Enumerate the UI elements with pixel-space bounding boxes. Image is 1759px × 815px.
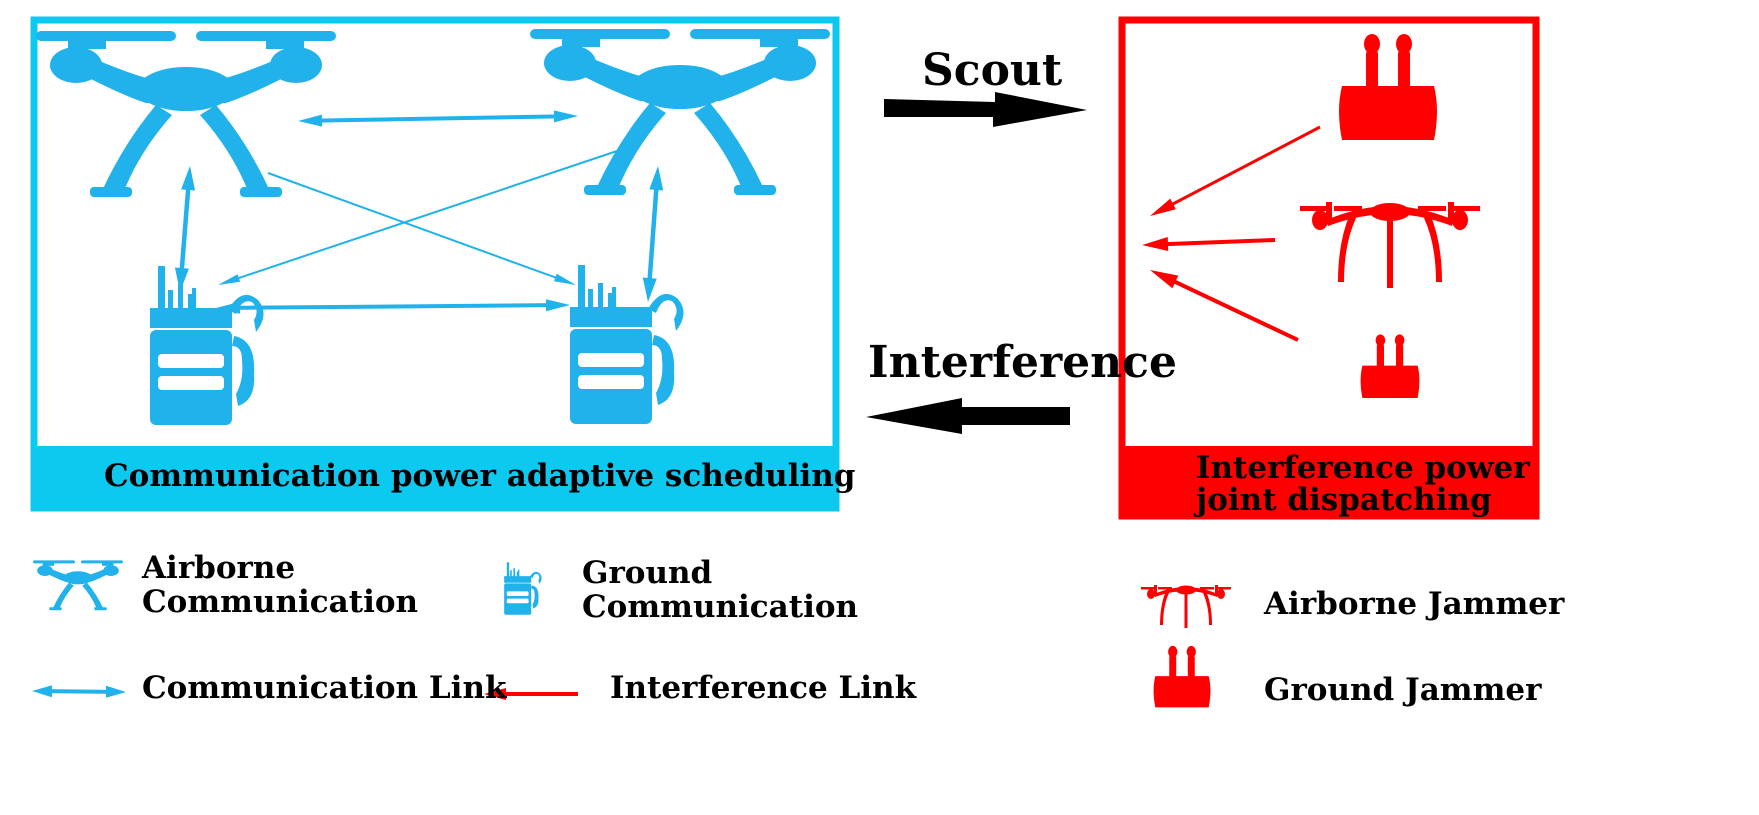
communication-link xyxy=(267,172,560,280)
interference-link-head xyxy=(1150,198,1176,216)
legend-ground-communication-icon xyxy=(504,562,542,615)
communication-link-head xyxy=(642,277,657,302)
communication-link-head xyxy=(553,273,576,285)
interference-panel-frame xyxy=(1118,16,1540,520)
legend-ground-communication-label-line2: Communication xyxy=(582,589,859,625)
legend-communication-link-sample-head xyxy=(105,685,126,698)
interference-link-head xyxy=(1150,270,1179,289)
interference-link xyxy=(1162,238,1276,247)
ground-communication-icon xyxy=(150,266,264,425)
communication-link-head xyxy=(553,110,578,123)
airborne-communication-icon xyxy=(36,31,336,197)
legend-airborne-communication-label-line1: Airborne xyxy=(142,550,296,586)
communication-link xyxy=(234,149,621,281)
legend-ground-communication-label-line1: Ground xyxy=(582,555,713,591)
legend-airborne-jammer-icon xyxy=(1141,585,1231,628)
communication-link xyxy=(235,303,551,310)
scout-arrow xyxy=(884,92,1087,127)
communication-link-head xyxy=(545,299,570,312)
legend-airborne-jammer-label: Airborne Jammer xyxy=(1264,586,1565,622)
interference-link-head xyxy=(1142,237,1169,252)
communication-link xyxy=(179,184,191,274)
legend-interference-link-label: Interference Link xyxy=(610,670,917,706)
communication-link-tail xyxy=(181,166,196,191)
legend-airborne-communication-icon xyxy=(33,560,123,611)
communication-panel-caption-bar xyxy=(34,446,836,508)
legend-link-samples xyxy=(32,685,578,700)
legend-airborne-communication-label-line2: Communication xyxy=(142,584,419,620)
communication-panel-caption: Communication power adaptive scheduling xyxy=(104,458,856,494)
interference-panel-caption-line2: joint dispatching xyxy=(1196,482,1492,518)
interference-link xyxy=(1169,277,1299,342)
legend-ground-jammer-icon xyxy=(1153,645,1211,708)
interference-link xyxy=(1167,125,1321,208)
ground-jammer-icon xyxy=(1360,334,1420,398)
communication-link xyxy=(317,114,559,123)
interference-links xyxy=(1142,125,1321,342)
communication-link-head xyxy=(218,274,241,285)
communication-link-head xyxy=(174,267,189,292)
ground-communication-icon xyxy=(570,265,684,424)
interference-label: Interference xyxy=(868,337,1177,388)
ground-jammer-icon xyxy=(1339,34,1437,140)
legend-communication-link-label: Communication Link xyxy=(142,670,507,706)
legend-communication-link-sample-tail xyxy=(32,685,53,698)
airborne-communication-icon xyxy=(530,29,830,195)
legend-communication-link-sample xyxy=(47,689,111,694)
communication-link-tail xyxy=(298,114,323,127)
legend-interference-link-sample-head xyxy=(484,688,506,700)
communication-link xyxy=(647,184,659,284)
interference-panel-caption-bar xyxy=(1122,446,1536,516)
communication-link-tail xyxy=(649,166,664,191)
interference-arrow xyxy=(866,398,1070,434)
airborne-jammer-icon xyxy=(1300,202,1480,288)
communication-links xyxy=(174,110,664,314)
legend-ground-jammer-label: Ground Jammer xyxy=(1264,672,1542,708)
scout-label: Scout xyxy=(922,45,1063,96)
interference-panel-caption-line1: Interference power xyxy=(1196,450,1530,486)
